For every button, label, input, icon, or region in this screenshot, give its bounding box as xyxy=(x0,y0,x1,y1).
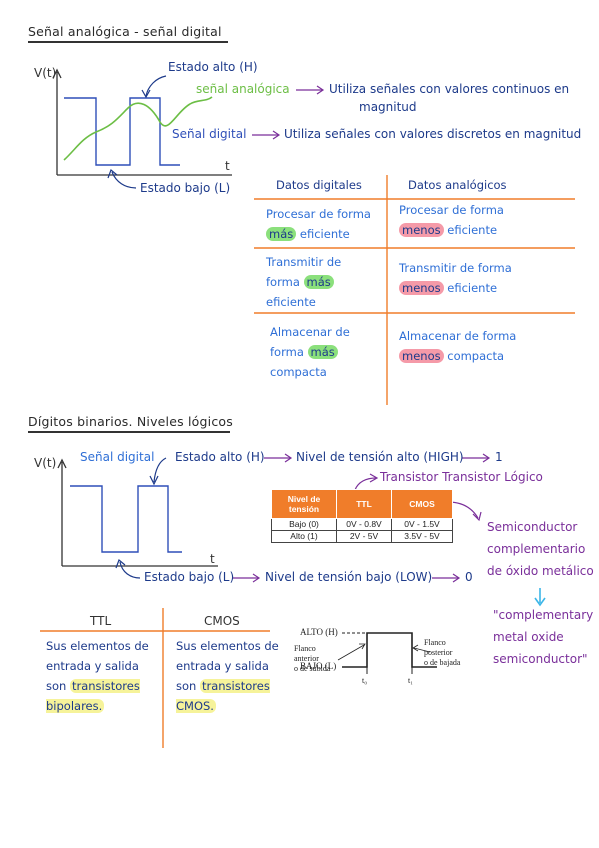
axis-t-label: t xyxy=(225,159,230,173)
estado-bajo-label-2: Estado bajo (L) xyxy=(144,570,235,584)
value-zero: 0 xyxy=(465,570,473,584)
th-ttl: TTL xyxy=(336,489,392,519)
cmos-header: CMOS xyxy=(204,614,240,628)
table-row: Bajo (0) 0V - 0.8V 0V - 1.5V xyxy=(271,518,453,531)
value-one: 1 xyxy=(495,450,503,464)
analog-description-line2: magnitud xyxy=(359,100,417,114)
analog-description-line1: Utiliza señales con valores continuos en xyxy=(329,82,570,96)
senal-digital-label-2: Señal digital xyxy=(80,450,155,464)
cmos-english-line3: semiconductor" xyxy=(493,652,588,666)
cmos-english-line2: metal oxide xyxy=(493,630,564,644)
digital-description: Utiliza señales con valores discretos en… xyxy=(284,127,582,141)
t1-label: t₁ xyxy=(408,676,414,685)
semiconductor-line2: complementario xyxy=(487,542,586,556)
axis-v-label: V(t) xyxy=(34,66,57,80)
th-cmos: CMOS xyxy=(391,489,453,519)
cmos-english-line1: "complementary xyxy=(493,608,594,622)
transistor-label: Transistor Transistor Lógico xyxy=(380,470,543,484)
pulse-bajo-label: BAJO (L) xyxy=(300,661,337,671)
estado-bajo-label: Estado bajo (L) xyxy=(140,181,231,195)
estado-alto-label-2: Estado alto (H) xyxy=(175,450,265,464)
senal-analogica-label: señal analógica xyxy=(196,82,290,96)
semiconductor-line1: Semiconductor xyxy=(487,520,578,534)
t0-label: t₀ xyxy=(362,676,368,685)
table-row: Alto (1) 2V - 5V 3.5V - 5V xyxy=(271,530,453,543)
estado-alto-label: Estado alto (H) xyxy=(168,60,258,74)
axis-v-label-2: V(t) xyxy=(34,456,57,470)
section-title-binary-digits: Dígitos binarios. Niveles lógicos xyxy=(28,414,233,429)
semiconductor-line3: de óxido metálico xyxy=(487,564,594,578)
title-underline-2 xyxy=(28,431,230,433)
title-underline xyxy=(28,41,228,43)
ttl-header: TTL xyxy=(90,614,112,628)
nivel-alto-label: Nivel de tensión alto (HIGH) xyxy=(296,450,464,464)
axis-t-label-2: t xyxy=(210,552,215,566)
senal-digital-label: Señal digital xyxy=(172,127,247,141)
nivel-bajo-label: Nivel de tensión bajo (LOW) xyxy=(265,570,433,584)
header-datos-digitales: Datos digitales xyxy=(276,178,362,192)
ttl-description: Sus elementos de entrada y salida son tr… xyxy=(46,639,149,713)
voltage-level-table: Nivel de tensión TTL CMOS Bajo (0) 0V - … xyxy=(271,489,453,543)
th-nivel: Nivel de tensión xyxy=(271,489,337,519)
cmos-description: Sus elementos de entrada y salida son tr… xyxy=(176,639,279,713)
pulse-alto-label: ALTO (H) xyxy=(300,627,338,637)
section-title-analog-digital: Señal analógica - señal digital xyxy=(28,24,222,39)
header-datos-analogicos: Datos analógicos xyxy=(408,178,507,192)
